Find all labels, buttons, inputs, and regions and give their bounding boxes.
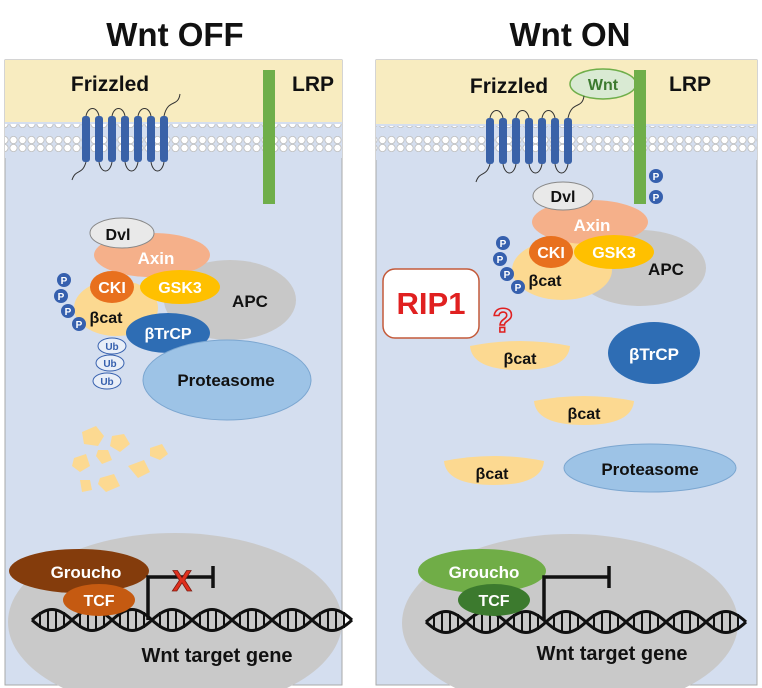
tcf-label: TCF	[478, 593, 509, 610]
lrp-coreceptor	[263, 70, 275, 204]
question-mark: ?	[493, 302, 514, 340]
ubiquitin-mark: Ub	[103, 359, 116, 370]
axin-protein	[532, 200, 648, 244]
extracellular-space	[376, 60, 757, 126]
free-beta-catenin	[470, 341, 570, 370]
lrp-phospho: P P	[649, 169, 663, 204]
apc-label: APC	[232, 292, 268, 311]
dvl-protein	[89, 217, 155, 249]
transcription-arrow	[146, 575, 212, 620]
apc-label: APC	[648, 260, 684, 279]
groucho-protein	[418, 549, 546, 593]
beta-catenin-label: βcat	[90, 310, 124, 327]
dvl-protein	[532, 181, 594, 211]
proteasome-label: Proteasome	[177, 371, 274, 390]
frizzled-label: Frizzled	[470, 75, 548, 98]
axin-label: Axin	[138, 249, 175, 268]
cki-label: CKI	[98, 280, 126, 297]
lrp-label: LRP	[669, 73, 711, 96]
lrp-coreceptor	[634, 70, 646, 204]
phospho-group: P P P P	[493, 236, 525, 294]
btrcp-label: βTrCP	[144, 326, 191, 343]
rip1-label: RIP1	[397, 286, 466, 321]
phospho-mark: P	[653, 172, 660, 183]
frizzled-label: Frizzled	[71, 73, 149, 96]
lrp-label: LRP	[292, 73, 334, 96]
panel-wnt-on: Wnt ON Frizzled Wnt LRP P P APC βcat Axi…	[375, 16, 758, 688]
phospho-mark: P	[61, 276, 68, 287]
groucho-protein	[9, 549, 149, 593]
dvl-label: Dvl	[106, 227, 131, 244]
rip1-box	[382, 268, 480, 339]
wnt-ligand-label: Wnt	[588, 77, 619, 94]
btrcp-protein	[126, 313, 210, 353]
phospho-mark: P	[500, 239, 507, 250]
phospho-mark: P	[504, 270, 511, 281]
cki-label: CKI	[537, 245, 565, 262]
beta-catenin-label: βcat	[504, 351, 538, 368]
tcf-protein	[63, 584, 135, 616]
beta-catenin-label: βcat	[568, 406, 602, 423]
phospho-mark: P	[76, 320, 83, 331]
dvl-label: Dvl	[551, 189, 576, 206]
panel-title: Wnt OFF	[106, 16, 243, 53]
cki-protein	[529, 236, 573, 268]
beta-catenin-label: βcat	[476, 466, 510, 483]
phospho-mark: P	[58, 292, 65, 303]
cell-membrane	[5, 124, 342, 156]
proteasome-label: Proteasome	[601, 460, 698, 479]
proteasome	[142, 339, 312, 421]
btrcp-protein	[608, 322, 700, 384]
free-beta-catenin	[444, 456, 544, 485]
phospho-mark: P	[65, 307, 72, 318]
panel-title: Wnt ON	[510, 16, 631, 53]
ubiquitin-mark: Ub	[100, 377, 113, 388]
tcf-label: TCF	[83, 593, 114, 610]
gene-label: Wnt target gene	[536, 643, 687, 665]
free-beta-catenin	[534, 396, 634, 425]
groucho-label: Groucho	[51, 563, 122, 582]
blocked-mark: X	[172, 565, 192, 598]
panel-wnt-off: Wnt OFF Frizzled LRP APC Axin Dvl βcat C…	[4, 16, 354, 688]
cki-protein	[90, 271, 134, 303]
axin-label: Axin	[574, 216, 611, 235]
gsk3-label: GSK3	[158, 280, 202, 297]
phospho-mark: P	[653, 193, 660, 204]
phospho-mark: P	[515, 283, 522, 294]
proteasome	[563, 443, 737, 493]
gsk3-protein	[140, 270, 220, 304]
btrcp-label: βTrCP	[629, 345, 679, 364]
groucho-label: Groucho	[449, 563, 520, 582]
phospho-mark: P	[497, 255, 504, 266]
beta-catenin-label: βcat	[529, 273, 563, 290]
degraded-fragments	[72, 426, 168, 492]
ubiquitin-mark: Ub	[105, 342, 118, 353]
gsk3-protein	[574, 235, 654, 269]
phospho-group: P P P P	[54, 273, 86, 331]
transcription-arrow	[542, 575, 608, 620]
gsk3-label: GSK3	[592, 245, 636, 262]
gene-label: Wnt target gene	[141, 645, 292, 667]
ubiquitin-chain: Ub Ub Ub	[92, 337, 127, 390]
extracellular-space	[5, 60, 342, 124]
tcf-protein	[458, 584, 530, 616]
